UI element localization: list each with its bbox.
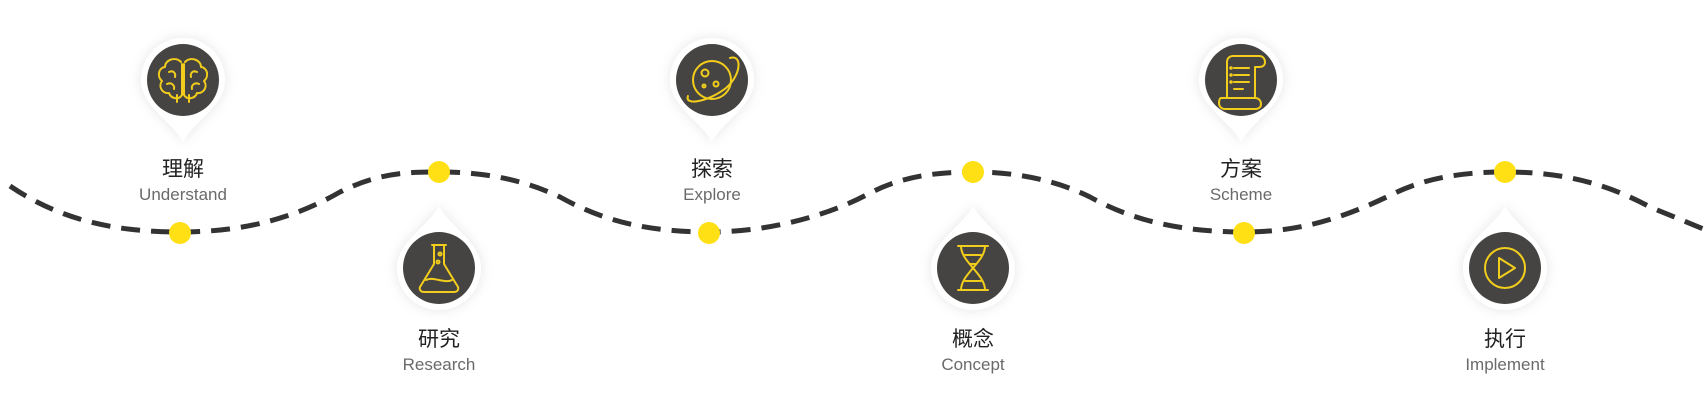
path-dot-understand <box>169 222 191 244</box>
dashed-wave-path <box>8 169 1706 235</box>
pin-concept <box>931 206 1015 310</box>
path-dot-scheme <box>1233 222 1255 244</box>
path-dot-concept <box>962 161 984 183</box>
flask-icon <box>418 244 460 293</box>
play-icon <box>1484 247 1526 289</box>
planet-icon <box>686 56 740 103</box>
step-title-en: Implement <box>1465 355 1545 374</box>
dna-icon <box>957 245 989 291</box>
step-title-en: Explore <box>683 185 741 204</box>
pin-explore <box>670 38 754 142</box>
step-title-zh: 理解 <box>162 158 204 181</box>
step-title-zh: 探索 <box>691 158 733 181</box>
path-dot-research <box>428 161 450 183</box>
step-title-en: Scheme <box>1209 185 1273 204</box>
step-title-zh: 研究 <box>418 328 460 351</box>
step-title-zh: 执行 <box>1484 328 1526 351</box>
scroll-icon <box>1218 55 1266 110</box>
path-dot-implement <box>1494 161 1516 183</box>
step-title-zh: 概念 <box>952 328 994 351</box>
step-title-en: Understand <box>139 185 227 204</box>
pin-implement <box>1463 206 1547 310</box>
pin-research <box>397 206 481 310</box>
path-dot-explore <box>698 222 720 244</box>
step-title-zh: 方案 <box>1220 158 1262 181</box>
step-title-en: Research <box>402 355 476 374</box>
step-title-en: Concept <box>941 355 1005 374</box>
brain-icon <box>157 58 209 103</box>
